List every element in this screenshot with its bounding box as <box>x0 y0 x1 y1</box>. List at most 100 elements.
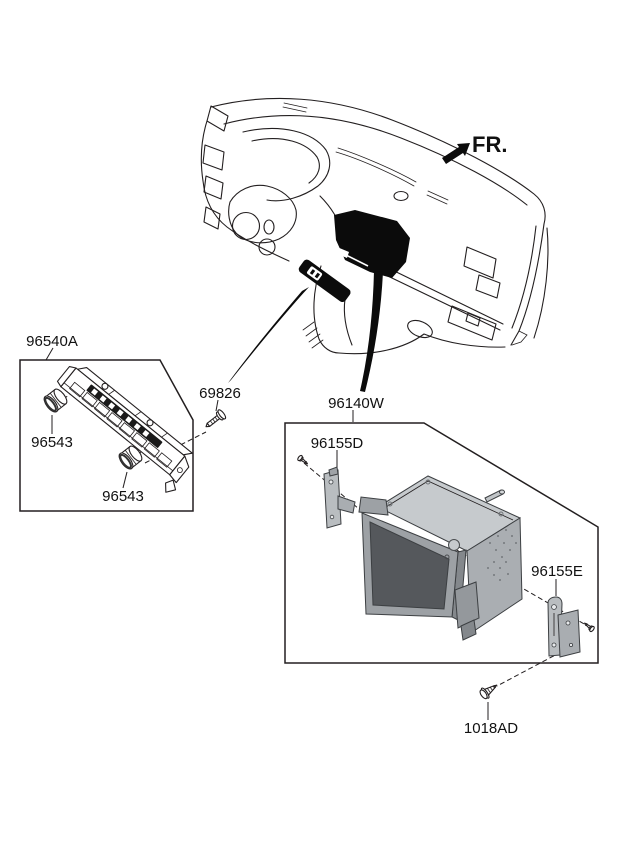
part-label-1018ad: 1018AD <box>464 720 518 737</box>
unit-left-ear <box>358 496 389 516</box>
dash-audio-unit-silhouette <box>334 210 410 278</box>
dash-top-edge <box>210 97 546 225</box>
part-label-96543-bottom: 96543 <box>102 488 144 505</box>
dashed-knob-bottom <box>136 437 160 456</box>
panel-end-hole <box>176 467 183 474</box>
panel-left-cap <box>56 366 77 388</box>
panel-boss-1 <box>101 382 109 390</box>
door-handle-inner <box>465 312 481 327</box>
unit-perforations <box>487 529 517 581</box>
leader-96543-bottom <box>122 471 128 489</box>
knob-bottom-face <box>118 452 134 470</box>
console-hatch-3 <box>308 333 321 343</box>
unit-foot <box>454 581 480 629</box>
dash-right-edge-outer <box>510 223 545 346</box>
bracket-96155d-drawing <box>323 466 356 529</box>
leader-wedge-to-96540a <box>228 287 309 383</box>
screw-e-tip <box>583 622 588 627</box>
left-vent-quad-1 <box>202 144 225 171</box>
knob-left-back <box>53 388 68 405</box>
label-leader-lines <box>45 347 557 720</box>
bracket-e-plate <box>547 596 563 657</box>
right-tweeter-quad <box>475 274 501 299</box>
cluster-hood-inner <box>251 138 320 184</box>
panel-strip-key-5 <box>125 416 133 424</box>
screw-69826-tip <box>205 422 211 428</box>
unit-top-screw-1 <box>387 501 393 507</box>
screw-1018ad-threads <box>486 685 496 694</box>
bracket-e-hole-1 <box>551 604 557 610</box>
panel-top-seam-2 <box>134 411 142 417</box>
unit-foot-step <box>460 619 477 641</box>
panel-button-7 <box>143 442 160 458</box>
screw-96155e-drawing <box>583 622 595 633</box>
screw-69826-threads <box>209 416 218 425</box>
knob-left-ring <box>44 396 57 412</box>
console-hatch-1 <box>302 321 315 331</box>
dash-left-tip-flag <box>206 105 229 132</box>
dash-audio-unit-notch <box>335 247 349 258</box>
unit-top-screw-3 <box>498 511 504 517</box>
unit-ring-detail <box>448 539 460 551</box>
panel-button-8 <box>156 452 173 468</box>
bracket-e-hole-4 <box>569 643 574 648</box>
panel-button-5 <box>118 422 136 438</box>
screw-69826-drawing <box>205 409 227 428</box>
panel-strip-key-2 <box>99 395 107 403</box>
dashboard-illustration: FR. <box>200 97 549 392</box>
bracket-d-hole-1 <box>328 479 334 485</box>
panel-top-seam-1 <box>108 389 115 395</box>
vent-body <box>298 259 351 303</box>
control-panel-drawing <box>56 366 193 493</box>
vent-control-tick-2 <box>314 272 321 279</box>
panel-strip-key-3 <box>108 402 116 410</box>
defroster-slot-1b <box>335 151 415 187</box>
defroster-slot-2b <box>426 194 448 205</box>
defroster-slot-1a <box>337 147 417 183</box>
panel-boss-2 <box>146 419 154 427</box>
left-vent-quad-3 <box>203 206 221 230</box>
bracket-e-hole-2 <box>551 642 557 648</box>
panel-display-strip <box>86 384 163 448</box>
dashed-screw-1018ad <box>496 651 562 687</box>
knob-left-drawing <box>43 388 68 413</box>
dash-right-edge-inner <box>511 225 537 329</box>
panel-button-2 <box>81 391 98 408</box>
screw-1018ad-drawing <box>479 684 498 700</box>
door-handle-pocket <box>447 305 497 341</box>
bracket-d-hole-2 <box>329 514 335 520</box>
fr-arrow-icon <box>442 143 470 164</box>
console-right-line <box>343 298 353 346</box>
leader-69826 <box>215 399 219 412</box>
bracket-96155e-drawing <box>547 596 581 658</box>
part-label-96140w: 96140W <box>328 395 385 412</box>
panel-button-6 <box>131 432 148 448</box>
dash-corner-jag <box>511 330 528 346</box>
vent-control-tick-1 <box>309 269 316 275</box>
screw-1018ad-tip <box>493 684 498 688</box>
screw-96155d-drawing <box>297 454 309 465</box>
left-vent-quad-2 <box>203 175 224 200</box>
panel-button-1 <box>69 381 86 398</box>
head-unit-drawing <box>358 475 523 641</box>
dash-center-vent <box>298 259 351 303</box>
knob-bottom-back <box>128 445 143 462</box>
panel-top-seam-3 <box>161 432 168 438</box>
dash-sensor-oval <box>393 190 409 202</box>
vent-control <box>307 266 323 281</box>
console-oval-pocket <box>407 319 433 339</box>
fr-label: FR. <box>472 132 507 157</box>
part-label-69826: 69826 <box>199 385 241 402</box>
panel-strip-key-4 <box>116 409 124 417</box>
screw-69826-head <box>217 409 227 420</box>
unit-top-inset <box>385 480 514 521</box>
cluster-hood-outer <box>242 127 331 202</box>
defroster-slot-3b <box>282 106 307 113</box>
group-box-96540a <box>19 359 194 512</box>
door-sliver-line <box>533 227 549 339</box>
screw-e-head <box>589 625 595 633</box>
screw-d-tip <box>304 460 309 465</box>
leader-wedge-to-96140w <box>360 271 383 392</box>
panel-button-3 <box>93 401 111 418</box>
